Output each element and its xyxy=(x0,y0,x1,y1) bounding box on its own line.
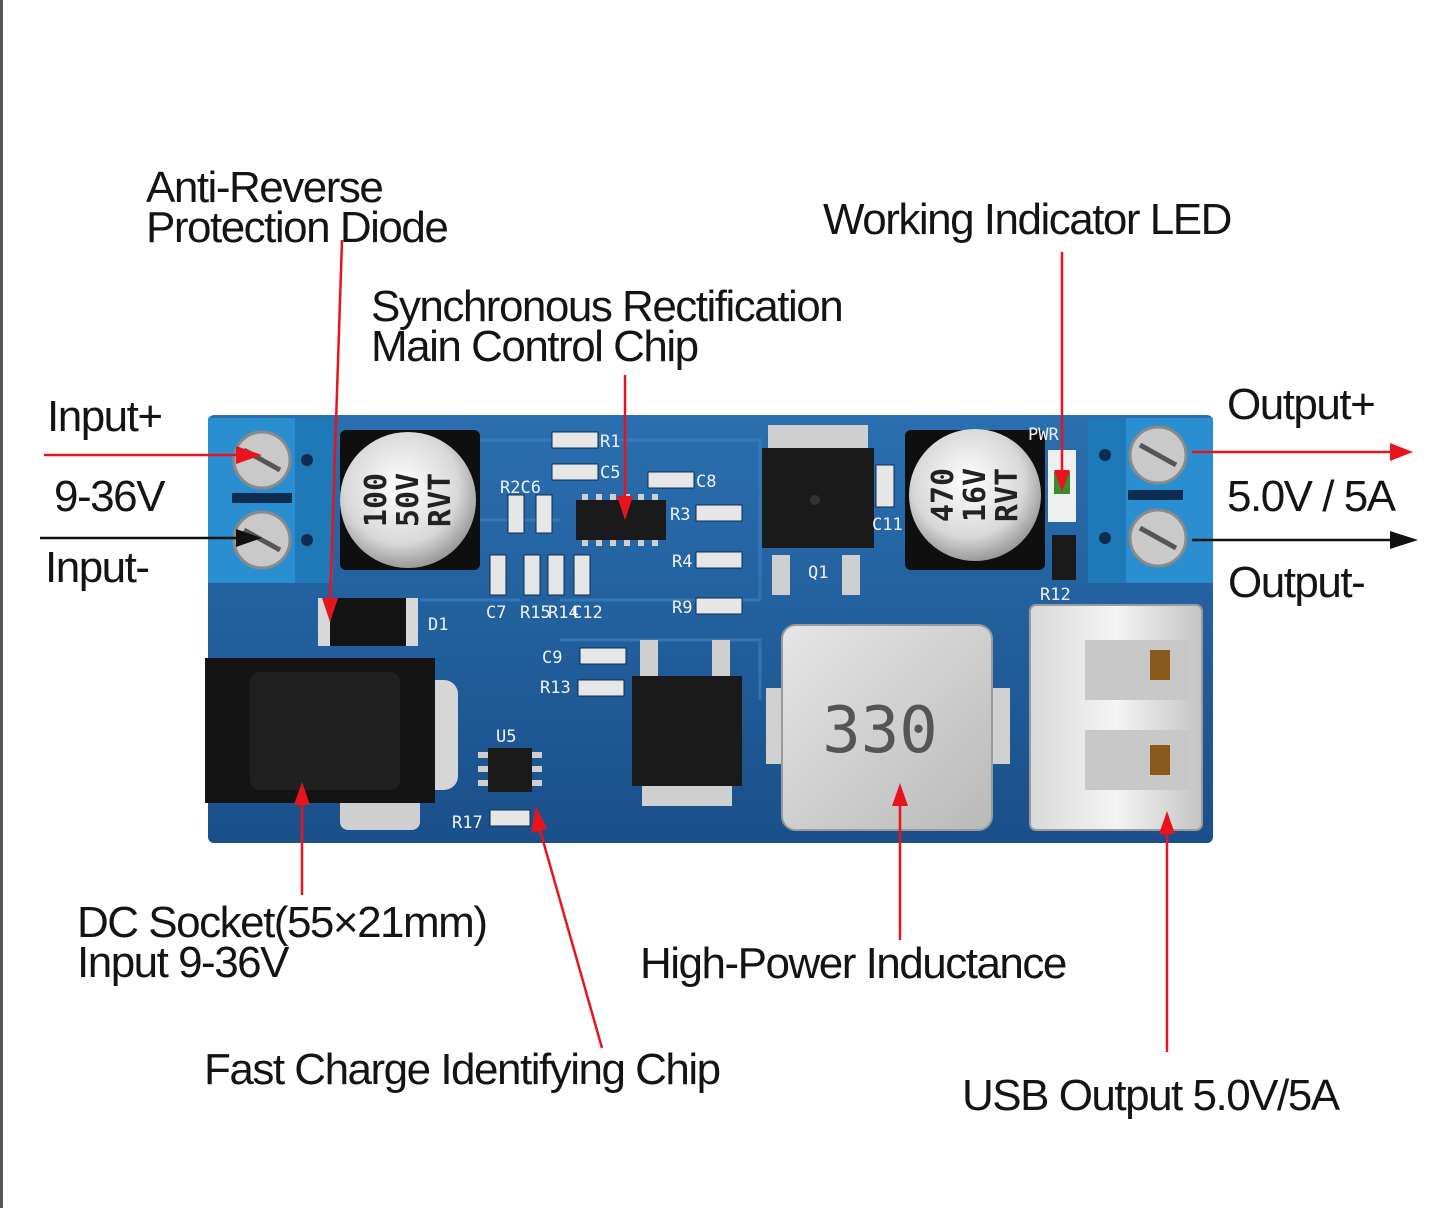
silk-r2c6: R2C6 xyxy=(500,478,541,498)
label-sync-chip-line2: Main Control Chip xyxy=(371,322,699,371)
cap-right-value: 470 xyxy=(926,468,961,522)
cap-right-voltage: 16V xyxy=(958,468,993,522)
silk-r1: R1 xyxy=(600,432,620,452)
silk-r15: R15 xyxy=(520,603,551,623)
silk-c5: C5 xyxy=(600,463,620,483)
label-anti-reverse-line1: Anti-Reverse xyxy=(146,163,384,212)
inductor: 330 xyxy=(766,624,1010,831)
label-sync-chip: Synchronous Rectification Main Control C… xyxy=(371,282,844,371)
silk-c12: C12 xyxy=(572,603,603,623)
label-sync-chip-line1: Synchronous Rectification xyxy=(371,282,844,331)
silk-c7: C7 xyxy=(486,603,506,623)
silk-d1: D1 xyxy=(428,615,448,635)
label-anti-reverse: Anti-Reverse Protection Diode xyxy=(146,163,449,252)
dc-socket xyxy=(205,658,458,830)
label-dc-socket-line1: DC Socket(55×21mm) xyxy=(77,898,488,947)
label-anti-reverse-line2: Protection Diode xyxy=(146,203,449,252)
label-input-plus: Input+ xyxy=(47,392,163,441)
silk-r3: R3 xyxy=(670,505,690,525)
capacitor-left: 100 50V RVT xyxy=(340,430,480,570)
silk-r17: R17 xyxy=(452,813,483,833)
fast-charge-chip xyxy=(478,748,542,792)
silk-r12: R12 xyxy=(1040,585,1071,605)
cap-left-voltage: 50V xyxy=(391,473,426,527)
capacitor-right: 470 16V RVT xyxy=(905,429,1045,570)
silk-r4: R4 xyxy=(672,552,692,572)
cap-right-series: RVT xyxy=(990,468,1025,522)
frame-edge xyxy=(0,0,3,1208)
output-terminal-block xyxy=(1088,418,1213,583)
cap-left-series: RVT xyxy=(423,473,458,527)
label-dc-socket-line2: Input 9-36V xyxy=(77,938,290,987)
mosfet-lower xyxy=(632,640,742,806)
label-dc-socket: DC Socket(55×21mm) Input 9-36V xyxy=(77,898,488,987)
label-output-plus: Output+ xyxy=(1227,380,1376,429)
label-inductance: High-Power Inductance xyxy=(640,939,1067,988)
silk-r14: R14 xyxy=(548,603,579,623)
inductor-marking: 330 xyxy=(822,694,938,768)
silk-r13: R13 xyxy=(540,678,571,698)
smd-parts xyxy=(489,431,895,827)
silk-u5: U5 xyxy=(496,727,516,747)
silkscreen: R1 C5 C8 R2C6 R3 R4 R9 C7 R15 R14 C12 C9… xyxy=(428,425,1071,833)
silk-pwr: PWR xyxy=(1028,425,1059,445)
silk-q1: Q1 xyxy=(808,563,828,583)
silk-c11: C11 xyxy=(872,515,903,535)
silk-c8: C8 xyxy=(696,472,716,492)
pointer-lines xyxy=(44,239,1413,1052)
label-output-minus: Output- xyxy=(1228,558,1366,607)
silk-c9: C9 xyxy=(542,648,562,668)
silk-r9: R9 xyxy=(672,598,692,618)
label-working-led: Working Indicator LED xyxy=(823,195,1232,244)
label-usb-output: USB Output 5.0V/5A xyxy=(962,1071,1340,1120)
usb-port xyxy=(1029,604,1203,831)
input-terminal-block xyxy=(208,418,333,583)
label-input-voltage: 9-36V xyxy=(54,472,165,521)
label-output-voltage: 5.0V / 5A xyxy=(1227,472,1396,521)
label-input-minus: Input- xyxy=(45,543,150,592)
cap-left-value: 100 xyxy=(359,473,394,527)
mosfet-q1 xyxy=(762,425,874,595)
label-fast-charge: Fast Charge Identifying Chip xyxy=(204,1045,721,1094)
black-pointer-lines xyxy=(40,529,1418,549)
